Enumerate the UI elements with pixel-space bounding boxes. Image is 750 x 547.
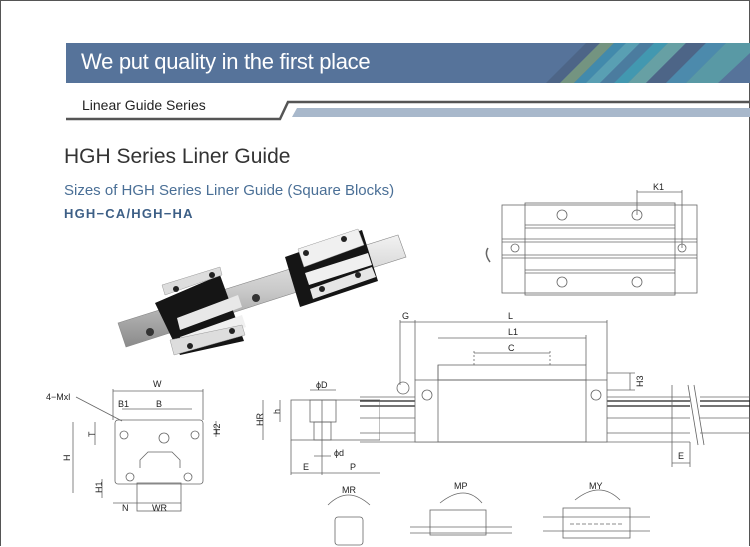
dim-l: L [508, 311, 513, 321]
dim-k1: K1 [653, 182, 664, 192]
rail-hole [146, 328, 154, 336]
section-label: Linear Guide Series [82, 97, 206, 113]
rail-section-drawing: ϕD ϕd h HR E P [255, 380, 380, 475]
label-mr: MR [342, 485, 356, 495]
dim-hr: HR [255, 413, 265, 426]
dim-e: E [303, 462, 309, 472]
dim-t: T [87, 431, 97, 437]
dim-n: N [122, 503, 129, 513]
dim-l1: L1 [508, 327, 518, 337]
product-photo [117, 228, 407, 356]
slogan-banner: We put quality in the first place [66, 43, 750, 83]
dim-b: B [156, 399, 162, 409]
slogan-text: We put quality in the first place [81, 49, 371, 74]
label-my: MY [589, 481, 603, 491]
carriage-block [155, 266, 246, 356]
arrow-mr [327, 494, 371, 506]
dim-phi-d-upper: ϕD [316, 380, 328, 390]
banner-stripes [546, 43, 750, 83]
dim-c: C [508, 343, 515, 353]
dim-h2: H2 [212, 423, 222, 435]
model-number: HGH−CA/HGH−HA [64, 206, 194, 221]
dim-h: H [62, 455, 72, 462]
dim-wr: WR [152, 503, 167, 513]
dim-g: G [402, 311, 409, 321]
arrow-my [574, 489, 621, 501]
page-title: HGH Series Liner Guide [64, 145, 291, 168]
dim-phi-d-lower: ϕd [334, 448, 344, 458]
carriage-block [285, 228, 378, 307]
page-subtitle: Sizes of HGH Series Liner Guide (Square … [64, 182, 395, 199]
dim-h3: H3 [635, 375, 645, 387]
dim-h1: H1 [94, 481, 104, 493]
dim-mxl: 4−Mxl [46, 392, 70, 402]
label-mp: MP [454, 481, 468, 491]
arrow-mp [439, 492, 483, 504]
side-view-drawing: G L L1 C H3 E [360, 311, 750, 467]
front-view-drawing: W B1 B 4−Mxl T H2 H H1 N WR [46, 379, 222, 513]
dim-p: P [350, 462, 356, 472]
dim-b1: B1 [118, 399, 129, 409]
dim-h: h [272, 409, 282, 414]
moment-diagrams: MR MP MY [327, 481, 650, 546]
top-view-drawing: K1 [485, 182, 698, 296]
dim-w: W [153, 379, 162, 389]
section-divider [66, 100, 750, 121]
rail-hole [252, 294, 260, 302]
dim-e: E [678, 451, 684, 461]
